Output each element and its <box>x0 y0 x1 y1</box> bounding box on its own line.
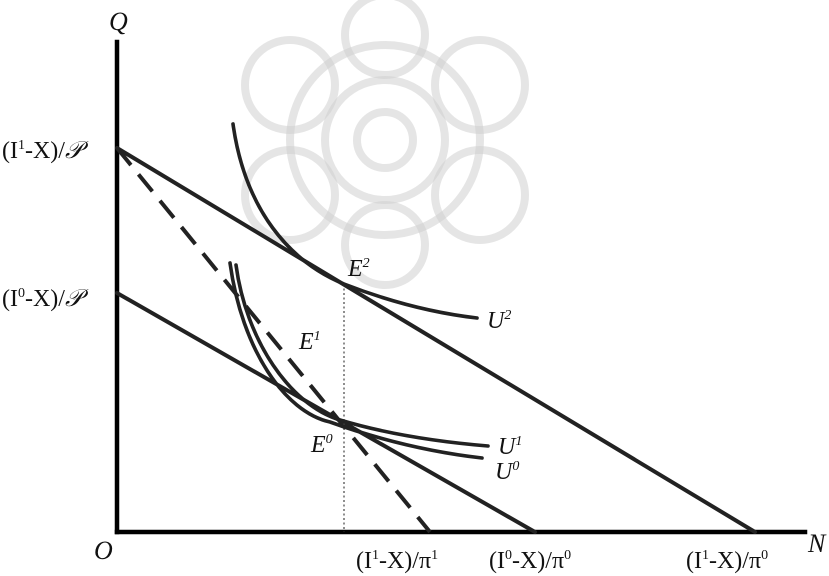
curve-u0-label: U0 <box>495 459 519 485</box>
x-intercept-i1-pi1-label: (I1-X)/π1 <box>356 548 438 574</box>
budget-line-i1-pi1-dashed <box>115 146 432 534</box>
x-intercept-i0-pi0-label: (I0-X)/π0 <box>489 548 571 574</box>
indifference-curve-u2 <box>231 122 479 320</box>
point-e0-label: E0 <box>310 432 333 458</box>
y-intercept-i1-label: (I1-X)/𝒫 <box>2 138 89 164</box>
watermark-rosette <box>241 0 529 289</box>
q-axis-label: Q <box>109 7 128 36</box>
indifference-curve-u1 <box>234 263 490 448</box>
curve-u2-label: U2 <box>487 308 511 334</box>
indifference-curve-u0 <box>228 261 484 460</box>
point-e2-label: E2 <box>347 256 370 282</box>
budget-line-i0-pi0 <box>115 291 537 534</box>
point-e1-label: E1 <box>298 329 321 355</box>
curve-u1-label: U1 <box>498 434 522 460</box>
budget-line-i1-pi0 <box>115 146 757 534</box>
n-axis-label: N <box>807 529 827 558</box>
x-intercept-i1-pi0-label: (I1-X)/π0 <box>686 548 768 574</box>
origin-label: O <box>94 536 113 565</box>
y-intercept-i0-label: (I0-X)/𝒫 <box>2 286 89 312</box>
